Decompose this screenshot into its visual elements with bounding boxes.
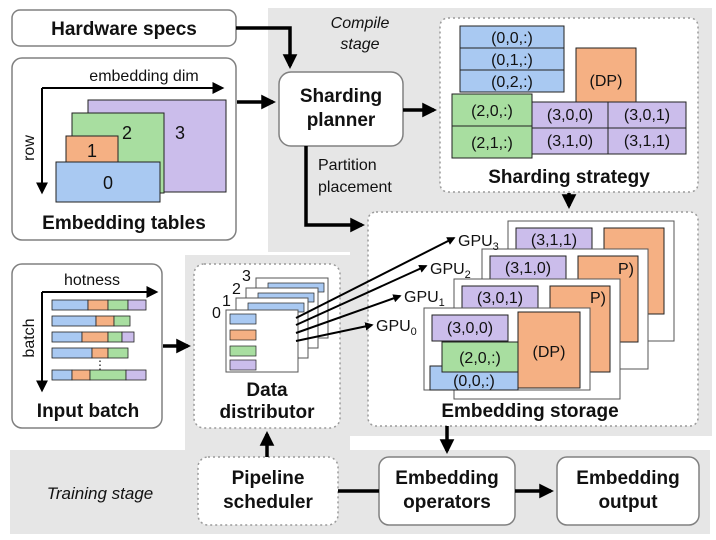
distribution-arrows [295,237,456,342]
shard-3-1-1 [607,127,687,155]
gpu0-dp-label: (DP) [533,344,566,361]
gpu0-card: (DP) (3,0,0) (0,0,:) (2,0,:) [423,307,591,391]
shard-3-0-1 [607,101,687,129]
table-0-number: 0 [103,173,113,193]
sharding-planner-box [278,71,404,147]
gpu3-label: GPU3 [458,233,499,253]
gpu1-shard-label: (3,0,1) [477,290,523,307]
embedding-operators-label-2: operators [403,492,491,513]
arrows [163,26,577,499]
distributor-number-0: 0 [212,305,221,322]
partition-placement-label-2: placement [318,179,392,196]
row-label: row [21,135,38,161]
gpu0-blue-shard-label: (0,0,:) [453,373,495,390]
gpu0-dp-shard [517,311,581,389]
shard-3-1-0-label: (3,1,0) [547,133,593,150]
shard-2-0-label: (2,0,:) [471,103,513,120]
embedding-dim-label: embedding dim [89,68,198,85]
distributor-stack [225,277,329,373]
gpu2-shard-label: (3,1,0) [505,260,551,277]
arrow-hardware-to-planner [236,26,298,69]
shard-2-1 [451,125,533,159]
compile-stage-label-2: stage [340,36,379,53]
strategy-blue-shards: (0,0,:) (0,1,:) (0,2,:) [459,25,565,93]
input-batch-rows [51,299,147,381]
gpu2-shard [489,255,567,281]
embedding-operators-label-1: Embedding [395,468,498,489]
data-distributor-label-1: Data [246,380,288,401]
arrow-to-gpu0 [295,322,374,342]
embedding-storage-label: Embedding storage [441,401,618,422]
gpu1-dp-partial: P) [590,290,606,307]
strategy-green-shards: (2,0,:) (2,1,:) [451,93,533,159]
shard-3-1-0 [531,127,609,155]
embedding-output-label-1: Embedding [576,468,679,489]
gpu1-shard [461,285,539,311]
distributor-number-2: 2 [232,281,241,298]
gpu2-dp-partial: P) [618,261,634,278]
arrow-planner-to-storage [304,146,365,233]
pipeline-scheduler-label-1: Pipeline [232,468,305,489]
gpu0-label: GPU0 [376,318,417,338]
arrow-to-gpu2 [295,264,428,326]
gpu3-shard-label: (3,1,1) [531,232,577,249]
shard-2-1-label: (2,1,:) [471,135,513,152]
gpu3-shard [515,227,593,253]
embedding-tables-label: Embedding tables [42,213,206,234]
arrow-to-gpu1 [295,294,402,334]
arrow-to-gpu3 [295,237,456,319]
sharding-planner-label-2: planner [307,110,376,131]
strategy-purple-shards: (3,0,0) (3,0,1) (3,1,0) (3,1,1) [531,101,687,155]
compile-stage-label: Compile [331,15,390,32]
shard-0-0-label: (0,0,:) [491,30,533,47]
table-2-number: 2 [122,123,132,143]
partition-placement-label-1: Partition [318,157,377,174]
shard-3-0-1-label: (3,0,1) [624,107,670,124]
shard-2-0 [451,93,533,127]
gpu0-shard [431,314,509,342]
shard-0-2 [459,69,565,93]
hotness-label: hotness [64,272,120,289]
dp-shard-label: (DP) [590,73,623,90]
shard-3-0-0-label: (3,0,0) [547,107,593,124]
table-3-number: 3 [175,123,185,143]
sharding-strategy-label: Sharding strategy [488,167,650,188]
hardware-specs-label: Hardware specs [51,19,197,40]
gpu2-label: GPU2 [430,261,471,281]
shard-3-1-1-label: (3,1,1) [624,133,670,150]
gpu0-green-shard-label: (2,0,:) [459,350,501,367]
batch-label: batch [21,318,38,357]
embedding-output-box [556,456,700,526]
dp-shard [575,47,637,111]
input-batch-label: Input batch [37,401,139,422]
gpu1-label: GPU1 [404,289,445,309]
training-stage-label: Training stage [47,484,153,503]
input-batch-ellipsis: ⋮ [94,358,106,372]
sharding-planner-label-1: Sharding [300,86,382,107]
table-1-number: 1 [87,141,97,161]
table-0 [55,161,161,203]
distributor-number-1: 1 [222,293,231,310]
shard-0-2-label: (0,2,:) [491,74,533,91]
data-distributor-label-2: distributor [220,402,316,423]
gpu0-green-shard [441,341,519,373]
embedding-output-label-2: output [598,492,658,513]
distributor-number-3: 3 [242,268,251,285]
pipeline-scheduler-label-2: scheduler [223,492,313,513]
shard-0-1-label: (0,1,:) [491,52,533,69]
gpu0-shard-label: (3,0,0) [447,320,493,337]
